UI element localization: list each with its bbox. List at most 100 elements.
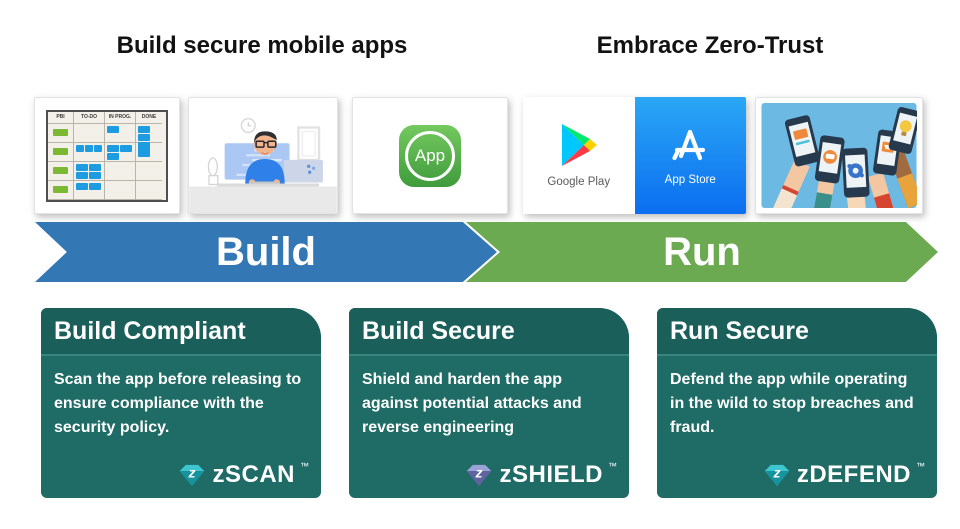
build-arrow-label: Build xyxy=(216,230,316,274)
floor xyxy=(189,186,337,213)
google-play-icon xyxy=(561,124,597,166)
kanban-chip xyxy=(107,125,119,133)
phone xyxy=(784,115,820,167)
svg-text:z: z xyxy=(475,464,483,480)
phone xyxy=(888,107,917,154)
kanban-chip xyxy=(107,144,119,152)
arm xyxy=(769,159,810,208)
keyboard xyxy=(250,181,278,184)
trademark: ™ xyxy=(300,461,309,471)
product-logo-zdefend: z zDEFEND ™ xyxy=(762,460,925,489)
kanban-chip xyxy=(94,144,102,152)
build-arrow: Build xyxy=(35,222,497,282)
kanban-chip xyxy=(107,152,119,160)
kanban-chip xyxy=(89,182,101,190)
kanban-cell xyxy=(105,180,136,200)
kanban-cell xyxy=(136,162,162,181)
phone xyxy=(841,147,870,198)
window-frame xyxy=(297,126,321,162)
kanban-chip xyxy=(138,125,150,133)
card-build-secure: Build Secure Shield and harden the app a… xyxy=(349,308,629,498)
card-build-compliant: Build Compliant Scan the app before rele… xyxy=(41,308,321,498)
kanban-chip xyxy=(138,133,150,141)
phone xyxy=(814,135,845,184)
kanban-chip xyxy=(53,148,68,155)
kanban-chip xyxy=(76,182,88,190)
kanban-chip xyxy=(76,163,88,171)
google-play-label: Google Play xyxy=(547,176,611,188)
kanban-chip xyxy=(120,144,132,152)
card-body: Shield and harden the app against potent… xyxy=(362,371,582,436)
run-arrow: Run xyxy=(466,222,938,282)
app-badge-label: App xyxy=(414,145,446,165)
kanban-cell xyxy=(136,124,162,157)
kanban-col-header: PBI xyxy=(48,111,74,124)
card-title: Run Secure xyxy=(657,308,937,356)
kanban-cell xyxy=(136,181,162,200)
card-title: Build Secure xyxy=(349,308,629,356)
kanban-chip xyxy=(53,129,68,136)
store-badges-illustration: Google Play App Store xyxy=(523,97,746,214)
kanban-cell xyxy=(74,180,105,200)
kanban-col-header: DONE xyxy=(136,112,162,124)
kanban-chip xyxy=(76,144,84,152)
clock-icon xyxy=(240,117,256,134)
section-title-build: Build secure mobile apps xyxy=(116,32,408,59)
google-play-badge: Google Play xyxy=(523,97,635,214)
kanban-cell xyxy=(48,142,74,162)
kanban-cell xyxy=(48,180,74,200)
card-body: Defend the app while operating in the wi… xyxy=(670,371,914,436)
gem-icon: z xyxy=(764,464,790,487)
trademark: ™ xyxy=(916,461,925,471)
kanban-chip xyxy=(53,167,68,174)
desk xyxy=(216,183,320,187)
developer-at-desk-icon xyxy=(189,98,337,213)
phones-illustration xyxy=(755,97,923,214)
app-store-badge: App Store xyxy=(634,97,746,214)
kanban-chip xyxy=(53,186,68,193)
kanban-cell xyxy=(105,161,136,181)
kanban-board: PBI TO-DO IN PROG. DONE xyxy=(46,109,168,202)
kanban-cell xyxy=(105,142,136,162)
kanban-chip xyxy=(85,144,93,152)
kanban-chip xyxy=(138,149,150,157)
kanban-cell xyxy=(74,161,105,181)
svg-text:z: z xyxy=(188,464,196,480)
kanban-col-header: IN PROG. xyxy=(105,111,136,124)
app-icon-illustration: App xyxy=(352,97,508,214)
kanban-chip xyxy=(89,171,101,179)
kanban-cell xyxy=(74,142,105,162)
product-logo-zscan: z zSCAN ™ xyxy=(177,460,309,489)
product-name: zDEFEND xyxy=(796,461,911,488)
app-store-label: App Store xyxy=(664,174,716,186)
card-run-secure: Run Secure Defend the app while operatin… xyxy=(657,308,937,498)
card-title: Build Compliant xyxy=(41,308,321,356)
developer-illustration xyxy=(188,97,338,214)
product-name: zSHIELD xyxy=(499,461,603,488)
svg-text:z: z xyxy=(772,464,780,480)
card-body: Scan the app before releasing to ensure … xyxy=(54,371,302,436)
kanban-illustration: PBI TO-DO IN PROG. DONE xyxy=(34,97,180,214)
kanban-cell xyxy=(48,161,74,181)
product-name: zSCAN xyxy=(212,461,295,488)
trademark: ™ xyxy=(608,461,617,471)
app-store-icon xyxy=(672,129,706,161)
kanban-chip xyxy=(138,144,150,152)
kanban-cell xyxy=(136,143,162,162)
gem-icon: z xyxy=(467,464,492,487)
hands-with-phones-icon xyxy=(761,103,917,208)
arm xyxy=(868,172,897,208)
product-logo-zshield: z zSHIELD ™ xyxy=(464,460,617,489)
run-arrow-label: Run xyxy=(663,230,741,274)
kanban-chip xyxy=(89,163,101,171)
kanban-cell xyxy=(105,123,136,143)
side-monitor xyxy=(283,159,323,183)
kanban-chip xyxy=(76,171,88,179)
arm xyxy=(811,172,836,208)
app-badge-icon: App xyxy=(399,124,461,187)
gem-icon: z xyxy=(180,464,205,487)
kanban-col-header: TO-DO xyxy=(74,111,105,124)
kanban-cell xyxy=(74,123,105,143)
section-title-run: Embrace Zero-Trust xyxy=(596,32,824,59)
